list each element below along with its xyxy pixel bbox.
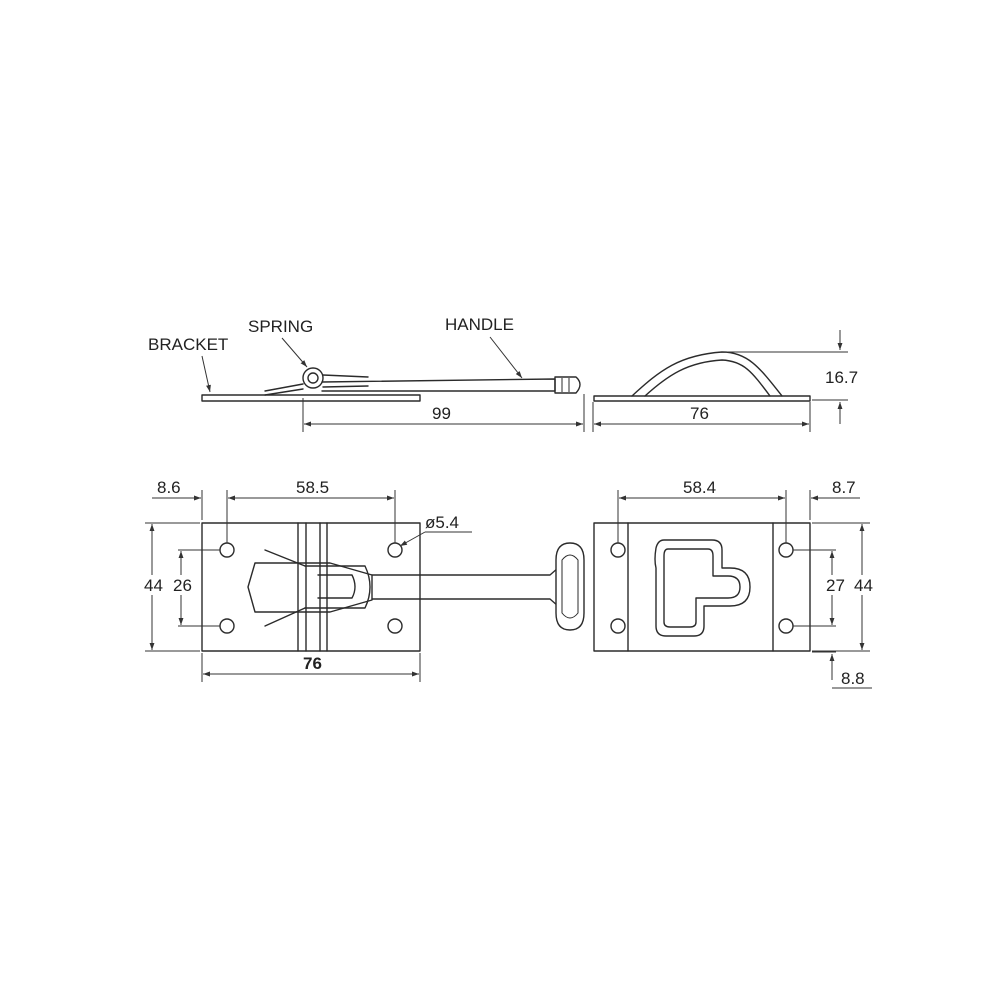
keeper-hump-inner bbox=[644, 359, 771, 397]
spring-legs-plan bbox=[264, 549, 306, 627]
dim-27-label: 27 bbox=[826, 576, 845, 595]
mount-hole bbox=[387, 618, 403, 634]
handle-leader bbox=[489, 336, 523, 379]
dim-8-6-label: 8.6 bbox=[157, 478, 181, 497]
dim-58-5-label: 58.5 bbox=[296, 478, 329, 497]
dim-44-left-label: 44 bbox=[144, 576, 163, 595]
dim-16-7-label: 16.7 bbox=[825, 368, 858, 387]
handle-knob-plan bbox=[555, 542, 585, 631]
dim-99-label: 99 bbox=[432, 404, 451, 423]
spring-coil-outer bbox=[302, 367, 324, 389]
keeper-plate-plan bbox=[593, 522, 811, 652]
dim-keeper-right: 27 44 bbox=[793, 522, 880, 652]
mount-hole bbox=[219, 618, 235, 634]
keeper-slot-outer bbox=[654, 539, 751, 637]
dim-keeper-bottom: 8.8 bbox=[812, 651, 872, 689]
dim-8-8-label: 8.8 bbox=[841, 669, 865, 688]
handle-tip-detail bbox=[561, 378, 570, 392]
spring-coil-inner bbox=[307, 372, 319, 384]
dim-keeper-height: 16.7 bbox=[722, 330, 858, 424]
keeper-slot-inner bbox=[663, 548, 741, 628]
hook-side-view bbox=[201, 367, 581, 402]
handle-rod-side bbox=[321, 378, 556, 392]
handle-label: HANDLE bbox=[445, 315, 514, 334]
dim-hook-bottom: 76 bbox=[201, 653, 421, 682]
dim-26-label: 26 bbox=[173, 576, 192, 595]
keeper-plan-view bbox=[593, 522, 811, 652]
dim-76-side-label: 76 bbox=[690, 404, 709, 423]
handle-rod-plan bbox=[371, 567, 559, 607]
keeper-hole bbox=[778, 618, 794, 634]
keeper-base-side bbox=[593, 395, 811, 402]
hook-plan-view bbox=[201, 522, 585, 652]
keeper-hole bbox=[610, 542, 626, 558]
bracket-label: BRACKET bbox=[148, 335, 228, 354]
dim-hole-diameter: ø5.4 bbox=[399, 513, 472, 547]
keeper-hole bbox=[778, 542, 794, 558]
keeper-hump-outer bbox=[631, 351, 783, 397]
handle-tip-side bbox=[554, 376, 581, 394]
dim-keeper-top: 58.4 8.7 bbox=[617, 478, 860, 543]
spring-arm bbox=[322, 374, 369, 388]
dim-76-bottom-label: 76 bbox=[303, 654, 322, 673]
spring-leg bbox=[264, 383, 304, 396]
bracket-plate-side bbox=[201, 394, 421, 402]
dim-side-length: 99 bbox=[302, 394, 585, 432]
keeper-side-view bbox=[593, 351, 811, 402]
bracket-plate-plan bbox=[201, 522, 421, 652]
mount-hole bbox=[219, 542, 235, 558]
dim-hook-top: 8.6 58.5 bbox=[152, 478, 396, 543]
mount-hole bbox=[387, 542, 403, 558]
dim-hole-diameter-label: ø5.4 bbox=[425, 513, 459, 532]
handle-loop-plan bbox=[304, 565, 371, 609]
dim-44-right-label: 44 bbox=[854, 576, 873, 595]
dim-8-7-label: 8.7 bbox=[832, 478, 856, 497]
dim-58-4-label: 58.4 bbox=[683, 478, 716, 497]
side-callouts: BRACKET SPRING HANDLE bbox=[148, 315, 523, 393]
dim-keeper-width-side: 76 bbox=[592, 402, 811, 432]
spring-leader bbox=[281, 337, 308, 368]
spring-outline-plan bbox=[247, 562, 373, 613]
bracket-leader bbox=[201, 355, 211, 393]
spring-label: SPRING bbox=[248, 317, 313, 336]
keeper-hole bbox=[610, 618, 626, 634]
dim-hook-left: 44 26 bbox=[140, 522, 220, 652]
